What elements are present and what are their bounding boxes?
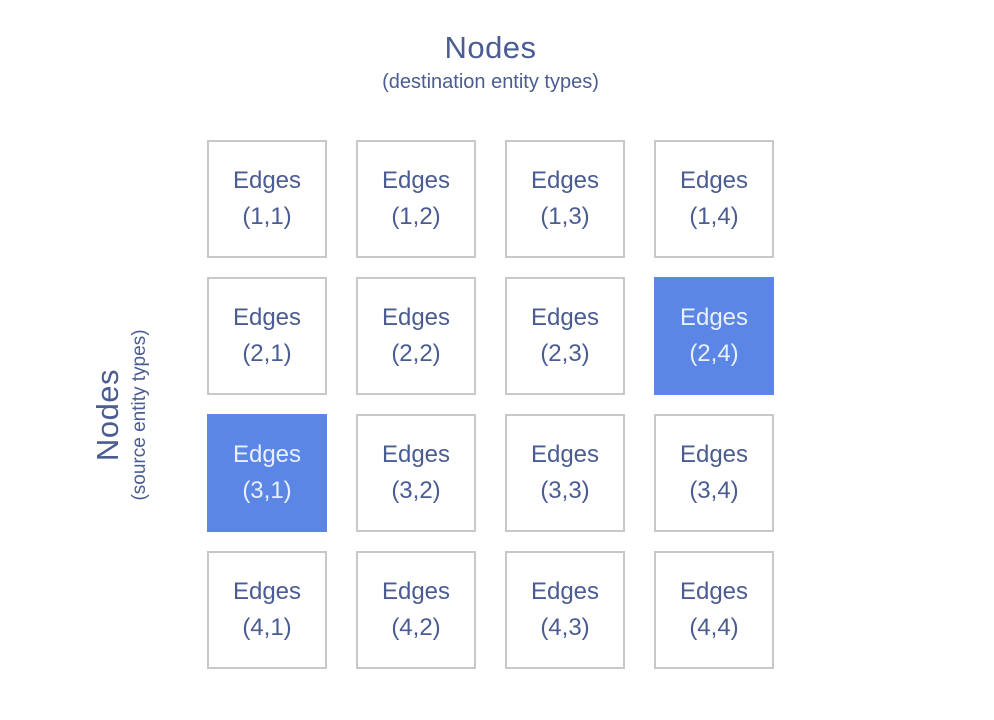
edges-cell-1-1: Edges (1,1) — [207, 140, 327, 258]
edges-cell-label: Edges — [679, 304, 749, 331]
destination-axis-label: Nodes (destination entity types) — [207, 30, 774, 95]
source-axis-subtitle: (source entity types) — [129, 329, 150, 501]
edges-cell-coord: (4,4) — [689, 614, 739, 641]
edges-cell-coord: (3,1) — [242, 477, 292, 504]
edges-cell-4-4: Edges (4,4) — [654, 551, 774, 669]
edges-cell-label: Edges — [232, 167, 302, 194]
edges-cell-2-4: Edges (2,4) — [654, 277, 774, 395]
edges-cell-2-1: Edges (2,1) — [207, 277, 327, 395]
edges-cell-label: Edges — [381, 304, 451, 331]
edges-cell-3-4: Edges (3,4) — [654, 414, 774, 532]
destination-axis-subtitle: (destination entity types) — [382, 71, 599, 93]
edges-cell-4-3: Edges (4,3) — [505, 551, 625, 669]
edges-cell-coord: (1,3) — [540, 203, 590, 230]
edges-cell-coord: (1,2) — [391, 203, 441, 230]
edges-cell-coord: (1,4) — [689, 203, 739, 230]
edges-cell-label: Edges — [530, 441, 600, 468]
edges-cell-3-3: Edges (3,3) — [505, 414, 625, 532]
destination-axis-title: Nodes — [444, 30, 537, 65]
edges-cell-label: Edges — [232, 304, 302, 331]
source-axis-title: Nodes — [90, 368, 125, 462]
edges-matrix-grid: Edges (1,1) Edges (1,2) Edges (1,3) Edges (1,4)… — [207, 140, 774, 669]
edges-cell-label: Edges — [381, 578, 451, 605]
edges-cell-coord: (3,4) — [689, 477, 739, 504]
edges-cell-coord: (4,3) — [540, 614, 590, 641]
edges-cell-2-3: Edges (2,3) — [505, 277, 625, 395]
edges-cell-1-4: Edges (1,4) — [654, 140, 774, 258]
edges-cell-coord: (2,4) — [689, 340, 739, 367]
edges-cell-2-2: Edges (2,2) — [356, 277, 476, 395]
edges-cell-label: Edges — [232, 578, 302, 605]
edges-cell-label: Edges — [679, 441, 749, 468]
edges-cell-label: Edges — [530, 167, 600, 194]
edges-cell-coord: (2,2) — [391, 340, 441, 367]
edges-cell-label: Edges — [381, 441, 451, 468]
edges-cell-label: Edges — [530, 304, 600, 331]
edges-cell-label: Edges — [679, 167, 749, 194]
edges-cell-label: Edges — [232, 441, 302, 468]
edges-cell-coord: (1,1) — [242, 203, 292, 230]
edges-cell-coord: (3,3) — [540, 477, 590, 504]
edges-cell-3-2: Edges (3,2) — [356, 414, 476, 532]
edges-cell-4-2: Edges (4,2) — [356, 551, 476, 669]
edges-cell-label: Edges — [679, 578, 749, 605]
edges-cell-coord: (2,1) — [242, 340, 292, 367]
edges-cell-label: Edges — [530, 578, 600, 605]
edges-cell-4-1: Edges (4,1) — [207, 551, 327, 669]
edges-cell-3-1: Edges (3,1) — [207, 414, 327, 532]
edges-cell-coord: (2,3) — [540, 340, 590, 367]
edges-cell-coord: (4,2) — [391, 614, 441, 641]
edges-cell-coord: (4,1) — [242, 614, 292, 641]
edges-cell-coord: (3,2) — [391, 477, 441, 504]
edges-cell-1-2: Edges (1,2) — [356, 140, 476, 258]
edges-cell-1-3: Edges (1,3) — [505, 140, 625, 258]
source-axis-label: Nodes (source entity types) — [90, 135, 153, 695]
edges-cell-label: Edges — [381, 167, 451, 194]
